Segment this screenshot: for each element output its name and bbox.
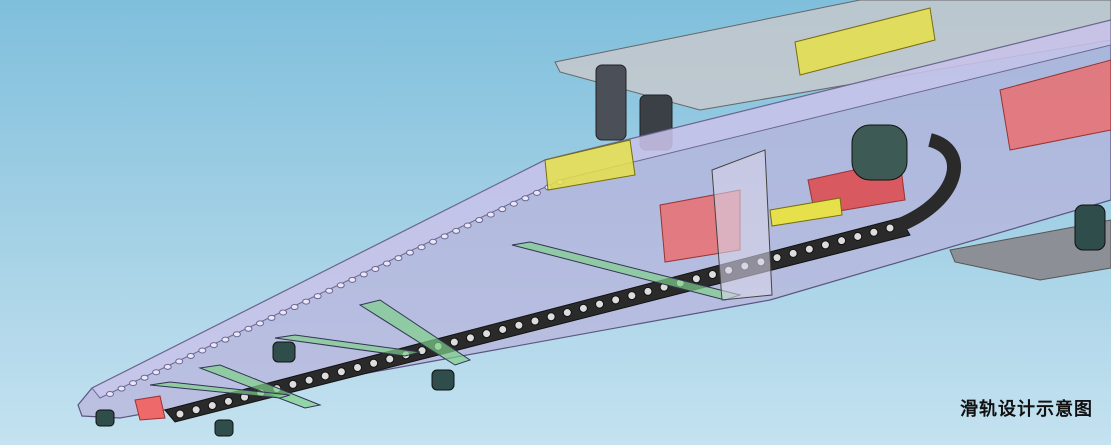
beam-hole [440,233,449,240]
beam-hole [313,293,322,300]
beam-hole [521,195,530,202]
chain-link [643,286,653,296]
caster-wheel [272,341,296,363]
chain-link [369,358,379,368]
beam-hole [348,276,357,283]
beam-hole [302,298,311,305]
bracket-plate [711,149,773,301]
beam-hole [475,217,484,224]
beam-hole [429,238,438,245]
chain-link [627,291,637,301]
beam-hole [209,342,218,349]
yellow-block [769,197,843,227]
chain-link [772,253,782,263]
chain-link [336,367,346,377]
beam-hole [140,374,149,381]
chain-link [449,337,459,347]
diagram-caption: 滑轨设计示意图 [960,399,1093,420]
beam-hole [532,189,541,196]
beam-hole [463,222,472,229]
chain-link [546,312,556,322]
chain-link [853,231,863,241]
caster-wheel [214,419,234,437]
beam-hole [117,385,126,392]
caster-wheel [1074,204,1106,251]
chain-link [611,295,621,305]
chain-link [304,375,314,385]
chain-link [465,333,475,343]
chain-link [691,274,701,284]
beam-hole [267,314,276,321]
beam-hole [382,260,391,267]
chain-link [482,329,492,339]
drag-chain-loop [897,133,961,232]
beam-hole [279,309,288,316]
chain-link [820,240,830,250]
beam-hole [406,249,414,256]
green-support-arm [358,299,472,366]
chain-link [514,320,524,330]
beam-hole [175,358,184,365]
beam-hole-row [106,179,564,397]
chain-link [288,379,298,389]
chain-link [804,244,814,254]
beam-hole [106,391,114,397]
beam-hole [186,352,195,359]
chain-link [885,223,895,233]
caster-wheel [95,409,115,427]
beam-hole [509,200,518,207]
beam-hole [198,347,207,354]
roller-wheel [851,124,908,181]
chain-link [869,227,879,237]
chain-link [207,401,217,411]
chain-link [385,354,395,364]
beam-hole [244,325,253,332]
red-block [134,395,166,421]
chain-link [498,324,508,334]
beam-hole [152,369,161,376]
beam-hole [394,255,403,262]
beam-hole [498,206,507,213]
red-block [999,59,1111,151]
green-support-arm [274,334,421,357]
yellow-block [794,7,936,76]
chain-link [578,303,588,313]
cylinder [595,64,627,141]
chain-link [353,363,362,372]
beam-hole [290,304,299,311]
beam-hole [129,380,138,387]
chain-link [223,396,233,406]
chain-link [417,346,427,356]
chain-link [595,299,605,309]
chain-link [530,316,540,326]
chain-link [175,409,185,419]
beam-hole [417,244,426,251]
beam-hole [359,271,368,278]
yellow-block [544,139,636,191]
beam-hole [452,227,461,234]
beam-hole [371,265,380,272]
chain-link [708,270,717,279]
chain-link [788,248,798,258]
green-support-arm [149,381,291,399]
beam-hole [486,211,495,218]
caster-wheel [431,369,455,391]
beam-hole [256,320,264,327]
chain-link [562,308,572,318]
beam-hole [336,282,345,289]
beam-hole [163,363,172,370]
beam-hole [325,287,334,294]
chain-link [320,371,330,381]
chain-link [191,405,201,415]
beam-hole [221,336,230,343]
beam-hole [232,331,241,338]
chain-link [837,236,847,246]
